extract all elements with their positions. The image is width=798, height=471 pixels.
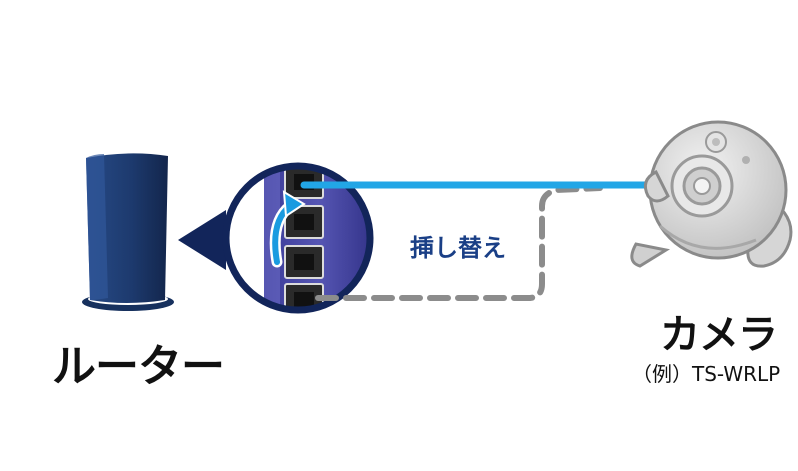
- router-label: ルーター: [52, 341, 225, 392]
- network-camera-icon: [630, 120, 793, 268]
- camera-model-example: （例）TS-WRLP: [632, 362, 781, 386]
- port-zoom-callout: [222, 162, 374, 314]
- router-icon: [82, 153, 174, 311]
- old-cable-dashed: [315, 185, 603, 301]
- lan-port-3: [284, 245, 324, 279]
- swap-arrow-icon: [269, 190, 306, 268]
- zoom-pointer-triangle: [178, 210, 226, 270]
- camera-label: カメラ: [660, 312, 778, 358]
- swap-label: 挿し替え: [410, 234, 506, 262]
- lan-port-2: [284, 205, 324, 239]
